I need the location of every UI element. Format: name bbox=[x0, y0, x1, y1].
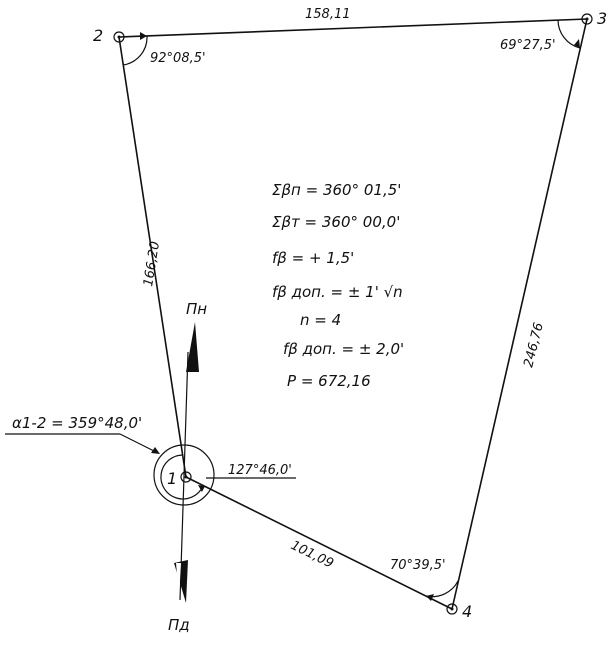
side-4-1-length: 101,09 bbox=[288, 538, 335, 571]
station-1-marker bbox=[180, 471, 192, 483]
station-3-label: 3 bbox=[597, 9, 607, 28]
side-2-3 bbox=[118, 18, 588, 38]
calc-perimeter: P = 672,16 bbox=[287, 372, 371, 390]
azimuth-text: α1-2 = 359°48,0' bbox=[12, 414, 142, 432]
station-4-label: 4 bbox=[462, 602, 472, 621]
station-2-label: 2 bbox=[93, 26, 103, 45]
angle-1-value: 127°46,0' bbox=[228, 463, 292, 478]
true-north-label: Пн bbox=[186, 300, 207, 318]
angle-4-value: 70°39,5' bbox=[390, 558, 446, 573]
station-3-marker bbox=[581, 13, 593, 25]
side-4-1 bbox=[185, 476, 453, 610]
side-3-4 bbox=[451, 18, 588, 610]
side-3-4-length: 246,76 bbox=[521, 321, 547, 369]
side-1-2-length: 166,20 bbox=[141, 240, 163, 287]
angle-3-arc bbox=[557, 19, 581, 49]
station-2-marker bbox=[113, 31, 125, 43]
side-1-2 bbox=[118, 36, 187, 478]
meridian-line bbox=[179, 351, 189, 601]
calc-misclosure: fβ = + 1,5' bbox=[272, 249, 354, 267]
south-arrow-icon bbox=[174, 560, 188, 603]
calc-sum-theoretical: Σβт = 360° 00,0' bbox=[272, 213, 400, 231]
azimuth-leader-diag bbox=[119, 433, 157, 453]
angle-3-value: 69°27,5' bbox=[500, 38, 556, 53]
calc-n: n = 4 bbox=[300, 311, 341, 329]
angle-2-value: 92°08,5' bbox=[150, 51, 206, 66]
angle-1-arc bbox=[160, 454, 204, 500]
angle-2-arc bbox=[122, 35, 148, 66]
angle-4-arrow bbox=[426, 594, 434, 601]
angle-1-arrow bbox=[198, 485, 205, 492]
angle-3-arrow bbox=[574, 39, 580, 48]
side-2-3-length: 158,11 bbox=[305, 7, 351, 22]
station-4-marker bbox=[446, 603, 458, 615]
south-arrow-label: Пд bbox=[168, 616, 190, 634]
station-1-label: 1 bbox=[167, 469, 177, 488]
angle-2-arrow bbox=[140, 32, 147, 40]
calc-sum-measured: Σβп = 360° 01,5' bbox=[272, 181, 401, 199]
azimuth-arrow bbox=[151, 447, 160, 454]
station-1-circle bbox=[153, 444, 215, 506]
angle-4-arc bbox=[425, 580, 459, 598]
true-north-arrow-icon bbox=[186, 322, 199, 372]
calc-allowed-formula: fβ доп. = ± 1' √n bbox=[272, 283, 403, 301]
calc-allowed-value: fβ доп. = ± 2,0' bbox=[283, 340, 404, 358]
